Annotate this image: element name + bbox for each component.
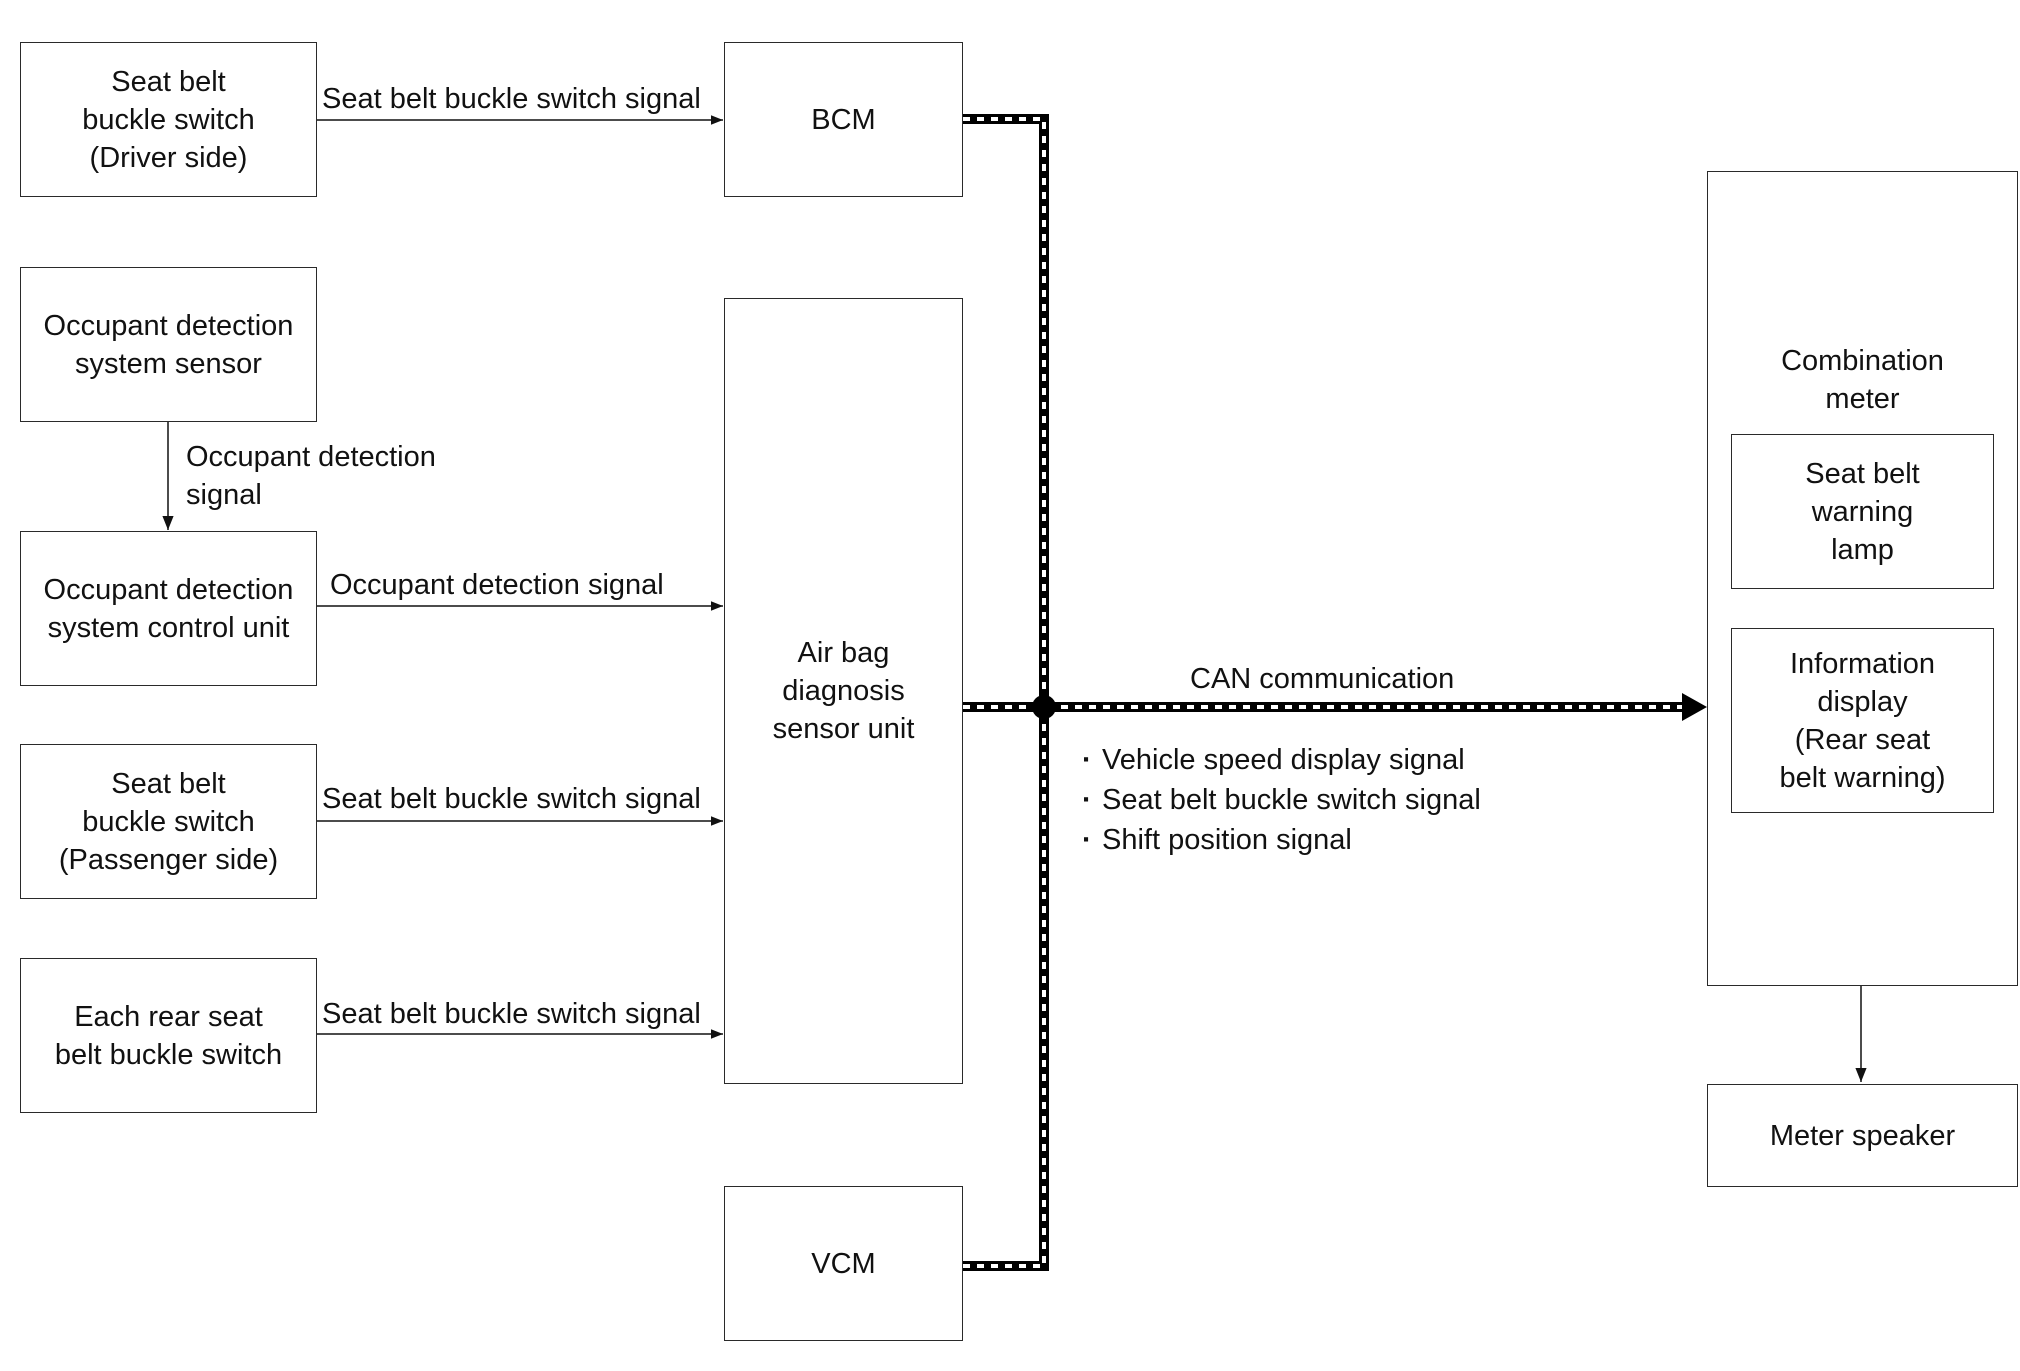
can-signal-item: Seat belt buckle switch signal [1082, 781, 1481, 819]
seat-belt-switch-passenger-box: Seat belt buckle switch (Passenger side) [20, 744, 317, 899]
rear-seat-switch-label: Each rear seat belt buckle switch [54, 1000, 283, 1071]
meter-speaker-label: Meter speaker [1769, 1119, 1956, 1152]
info-display-label: Information display (Rear seat belt warn… [1779, 647, 1946, 794]
signal-label-rear-to-airbag: Seat belt buckle switch signal [322, 998, 701, 1030]
bcm-label: BCM [811, 103, 876, 136]
vcm-label: VCM [811, 1247, 876, 1280]
airbag-unit-label: Air bag diagnosis sensor unit [772, 637, 915, 745]
seat-belt-switch-passenger-label: Seat belt buckle switch (Passenger side) [58, 767, 279, 876]
seat-belt-switch-driver-label: Seat belt buckle switch (Driver side) [82, 65, 255, 174]
occupant-sensor-label: Occupant detection system sensor [43, 309, 294, 380]
occupant-control-unit-box: Occupant detection system control unit [20, 531, 317, 686]
warning-lamp-box: Seat belt warning lamp [1731, 434, 1994, 589]
can-bus [963, 114, 1707, 1271]
can-signal-item: Shift position signal [1082, 821, 1481, 859]
airbag-unit-box: Air bag diagnosis sensor unit [724, 298, 963, 1084]
signal-label-passenger-to-airbag: Seat belt buckle switch signal [322, 783, 701, 815]
can-bus-trunk [963, 114, 1049, 1271]
occupant-sensor-box: Occupant detection system sensor [20, 267, 317, 422]
info-display-box: Information display (Rear seat belt warn… [1731, 628, 1994, 813]
signal-label-sensor-to-control: Occupant detection signal [186, 441, 436, 511]
signal-label-control-to-airbag: Occupant detection signal [330, 569, 664, 601]
signal-label-driver-to-bcm: Seat belt buckle switch signal [322, 83, 701, 115]
can-communication-label: CAN communication [1190, 663, 1455, 695]
bcm-box: BCM [724, 42, 963, 197]
can-junction-dot [1032, 695, 1056, 719]
can-signal-list: Vehicle speed display signal Seat belt b… [1082, 741, 1481, 859]
combination-meter-label: Combination meter [1781, 345, 1944, 415]
can-arrow-head [1682, 693, 1707, 721]
meter-speaker-box: Meter speaker [1707, 1084, 2018, 1187]
warning-lamp-label: Seat belt warning lamp [1805, 457, 1920, 566]
seat-belt-switch-driver-box: Seat belt buckle switch (Driver side) [20, 42, 317, 197]
rear-seat-switch-box: Each rear seat belt buckle switch [20, 958, 317, 1113]
can-signal-item: Vehicle speed display signal [1082, 741, 1481, 779]
occupant-control-unit-label: Occupant detection system control unit [43, 573, 294, 644]
vcm-box: VCM [724, 1186, 963, 1341]
